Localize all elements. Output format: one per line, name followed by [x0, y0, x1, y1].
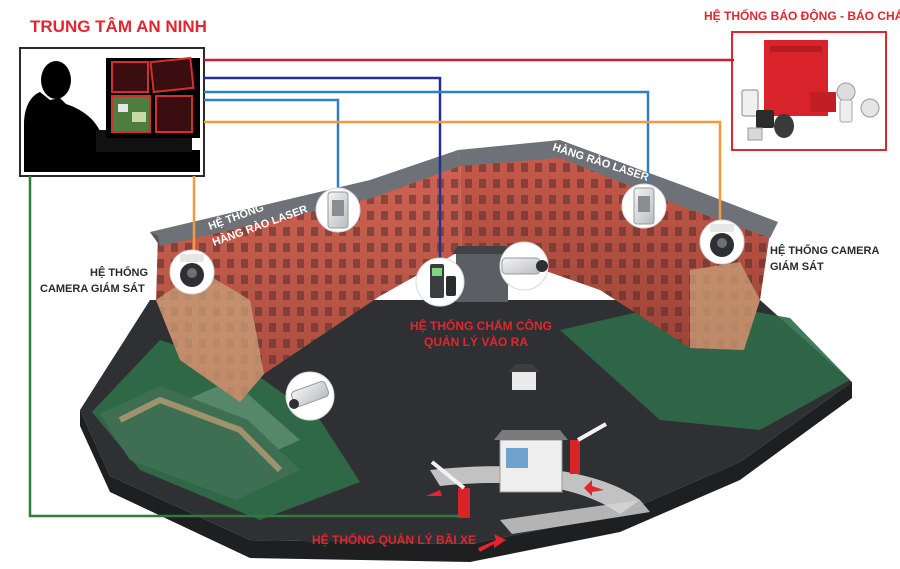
dome-camera-left	[169, 249, 215, 295]
link-camera-right	[204, 120, 722, 222]
laser-sensor-left-icon	[315, 187, 361, 233]
access-label-line2: QUẢN LÝ VÀO RA	[424, 334, 528, 349]
courtyard-kiosk	[508, 364, 540, 390]
access-terminal-icon	[415, 257, 465, 307]
arrow-out-icon	[584, 480, 604, 496]
access-label-line1: HỆ THỐNG CHẤM CÔNG	[410, 318, 552, 333]
siren-icon	[774, 114, 794, 138]
camera-left-label-line2: CAMERA GIÁM SÁT	[40, 282, 145, 295]
dome-camera-right	[699, 219, 745, 265]
keypad-icon	[741, 89, 759, 117]
camera-right-label-line2: GIÁM SÁT	[770, 260, 824, 273]
entrance-block	[456, 254, 508, 302]
link-laser-right	[204, 90, 650, 186]
bullet-camera-left-icon	[285, 371, 335, 421]
arrow-in-icon	[478, 534, 506, 552]
building	[100, 140, 778, 500]
alarm-panel	[731, 31, 887, 151]
link-laser-left	[204, 98, 340, 190]
link-parking	[28, 176, 460, 518]
lawn-right	[560, 300, 850, 430]
link-access-control	[204, 76, 442, 260]
parking-label: HỆ THỐNG QUẢN LÝ BÃI XE	[312, 532, 476, 547]
security-center-title: TRUNG TÂM AN NINH	[30, 17, 207, 36]
security-center-panel	[19, 47, 205, 177]
barrier-arm-left	[430, 460, 466, 490]
bullet-camera-center-icon	[499, 241, 549, 291]
camera-right-label-line1: HỆ THỐNG CAMERA	[770, 243, 879, 257]
parking-booth	[426, 422, 607, 552]
roof-left	[150, 150, 460, 246]
alarm-system-label: HỆ THỐNG BÁO ĐỘNG - BÁO CHÁY	[704, 8, 900, 23]
barrier-arm-right	[577, 422, 607, 442]
laser-sensor-right-icon	[621, 183, 667, 229]
camera-left-label-line1: HỆ THỐNG	[90, 265, 148, 279]
connection-lines	[28, 58, 734, 518]
monitor-wall	[106, 56, 200, 138]
roof-right	[458, 140, 778, 238]
